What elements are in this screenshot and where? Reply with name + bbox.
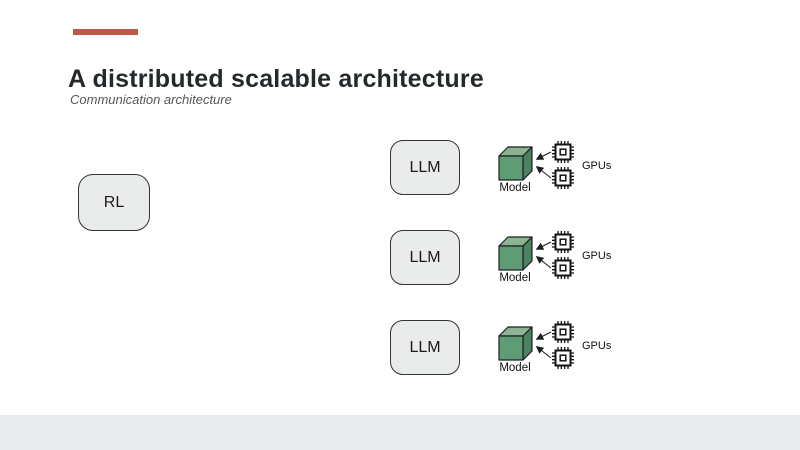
gpus-label: GPUs bbox=[582, 250, 612, 262]
model-gpu-cluster bbox=[498, 230, 575, 280]
llm-row: LLM Model GPUs bbox=[390, 230, 625, 292]
llm-node-label: LLM bbox=[409, 248, 441, 266]
chip-icon bbox=[551, 256, 575, 280]
chip-icon bbox=[551, 140, 575, 164]
gpu-to-model-arrow bbox=[535, 346, 552, 359]
green-cube-icon bbox=[498, 146, 533, 181]
slide-subtitle: Communication architecture bbox=[70, 92, 232, 107]
model-label: Model bbox=[499, 182, 531, 194]
chip-icon bbox=[551, 166, 575, 190]
footer-band bbox=[0, 415, 800, 450]
chip-icon bbox=[551, 320, 575, 344]
model-label: Model bbox=[499, 362, 531, 374]
gpu-to-model-arrow bbox=[535, 256, 552, 269]
page-title: A distributed scalable architecture bbox=[68, 64, 484, 93]
llm-node-label: LLM bbox=[409, 158, 441, 176]
llm-node: LLM bbox=[390, 140, 460, 195]
chip-icon bbox=[551, 230, 575, 254]
llm-node-label: LLM bbox=[409, 338, 441, 356]
green-cube-icon bbox=[498, 236, 533, 271]
gpu-to-model-arrow bbox=[535, 331, 552, 340]
gpu-to-model-arrow bbox=[535, 166, 552, 179]
green-cube-icon bbox=[498, 326, 533, 361]
model-gpu-cluster bbox=[498, 140, 575, 190]
model-gpu-cluster bbox=[498, 320, 575, 370]
model-label: Model bbox=[499, 272, 531, 284]
accent-bar bbox=[73, 29, 138, 35]
gpu-to-model-arrow bbox=[535, 241, 552, 250]
gpu-to-model-arrow bbox=[535, 151, 552, 160]
rl-node-label: RL bbox=[103, 193, 125, 211]
rl-node: RL bbox=[78, 174, 150, 231]
gpus-label: GPUs bbox=[582, 340, 612, 352]
chip-icon bbox=[551, 346, 575, 370]
llm-node: LLM bbox=[390, 320, 460, 375]
llm-row: LLM Model GPUs bbox=[390, 320, 625, 382]
gpus-label: GPUs bbox=[582, 160, 612, 172]
llm-row: LLM Model GPUs bbox=[390, 140, 625, 202]
llm-node: LLM bbox=[390, 230, 460, 285]
